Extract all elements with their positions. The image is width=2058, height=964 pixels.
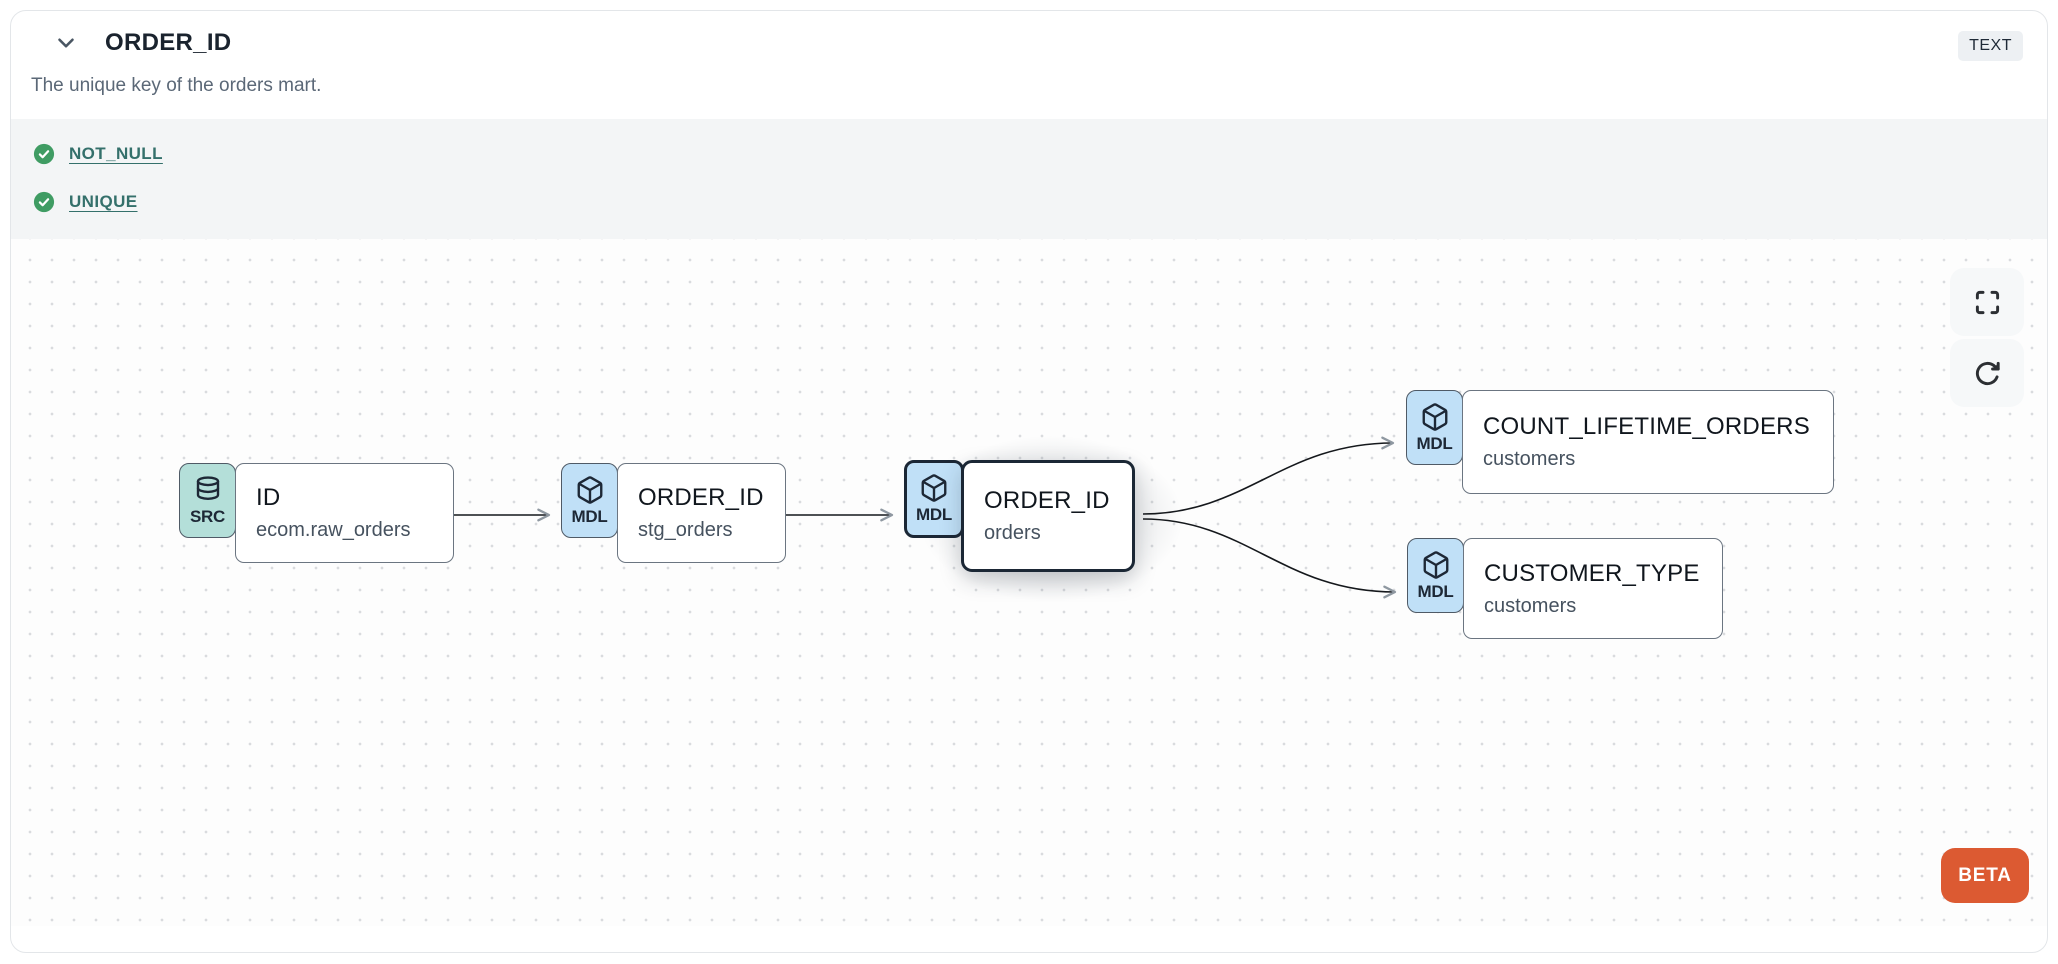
node-card: ID ecom.raw_orders — [235, 463, 454, 563]
node-type-label: MDL — [571, 506, 608, 526]
node-type-badge: MDL — [904, 460, 964, 538]
chevron-down-icon[interactable] — [53, 30, 79, 56]
lineage-node-order-id-orders-selected[interactable]: MDL ORDER_ID orders — [904, 460, 1135, 572]
lineage-node-order-id-stg-orders[interactable]: MDL ORDER_ID stg_orders — [561, 463, 786, 563]
box-icon — [1422, 402, 1447, 431]
lineage-node-id-raw-orders[interactable]: SRC ID ecom.raw_orders — [179, 463, 454, 563]
node-subtitle: customers — [1484, 594, 1577, 617]
box-icon — [921, 474, 947, 502]
node-type-label: MDL — [916, 505, 952, 524]
node-subtitle: stg_orders — [638, 519, 733, 541]
node-card: CUSTOMER_TYPE customers — [1463, 538, 1723, 639]
node-type-label: MDL — [1416, 433, 1453, 453]
node-type-label: SRC — [190, 506, 225, 526]
fullscreen-button[interactable] — [1950, 268, 2024, 336]
node-type-badge: MDL — [1406, 390, 1463, 465]
refresh-icon — [1975, 361, 2000, 385]
tests-section: NOT_NULL UNIQUE — [11, 119, 2047, 239]
node-title: ORDER_ID — [984, 487, 1110, 514]
page-title: ORDER_ID — [105, 29, 232, 56]
column-description: The unique key of the orders mart. — [31, 75, 322, 96]
test-link-unique[interactable]: UNIQUE — [69, 192, 138, 211]
node-type-badge: MDL — [561, 463, 618, 538]
data-type-badge: TEXT — [1958, 31, 2023, 61]
refresh-button[interactable] — [1950, 339, 2024, 407]
node-card: COUNT_LIFETIME_ORDERS customers — [1462, 390, 1834, 494]
node-subtitle: orders — [984, 522, 1041, 544]
node-type-label: MDL — [1417, 581, 1454, 601]
box-icon — [1423, 550, 1448, 579]
node-type-badge: SRC — [179, 463, 236, 538]
beta-badge: BETA — [1941, 848, 2029, 903]
node-title: ID — [256, 484, 281, 511]
fullscreen-icon — [1975, 290, 1999, 314]
box-icon — [577, 475, 602, 504]
node-subtitle: customers — [1483, 448, 1576, 470]
node-type-badge: MDL — [1407, 538, 1464, 613]
check-circle-icon — [33, 191, 55, 213]
node-title: ORDER_ID — [638, 484, 764, 511]
header: ORDER_ID The unique key of the orders ma… — [11, 11, 2047, 97]
node-card: ORDER_ID stg_orders — [617, 463, 786, 563]
node-title: CUSTOMER_TYPE — [1484, 559, 1700, 587]
node-card: ORDER_ID orders — [961, 460, 1135, 572]
test-row: UNIQUE — [33, 191, 2025, 213]
check-circle-icon — [33, 143, 55, 165]
lineage-node-customer-type[interactable]: MDL CUSTOMER_TYPE customers — [1407, 538, 1723, 639]
database-icon — [196, 475, 219, 500]
column-details-panel: ORDER_ID The unique key of the orders ma… — [10, 10, 2048, 953]
lineage-canvas[interactable]: SRC ID ecom.raw_orders MDL ORDER_ID stg_… — [11, 239, 2047, 926]
node-subtitle: ecom.raw_orders — [256, 519, 411, 541]
lineage-node-count-lifetime-orders[interactable]: MDL COUNT_LIFETIME_ORDERS customers — [1406, 390, 1834, 494]
test-row: NOT_NULL — [33, 143, 2025, 165]
test-link-not-null[interactable]: NOT_NULL — [69, 144, 163, 163]
node-title: COUNT_LIFETIME_ORDERS — [1483, 413, 1810, 440]
